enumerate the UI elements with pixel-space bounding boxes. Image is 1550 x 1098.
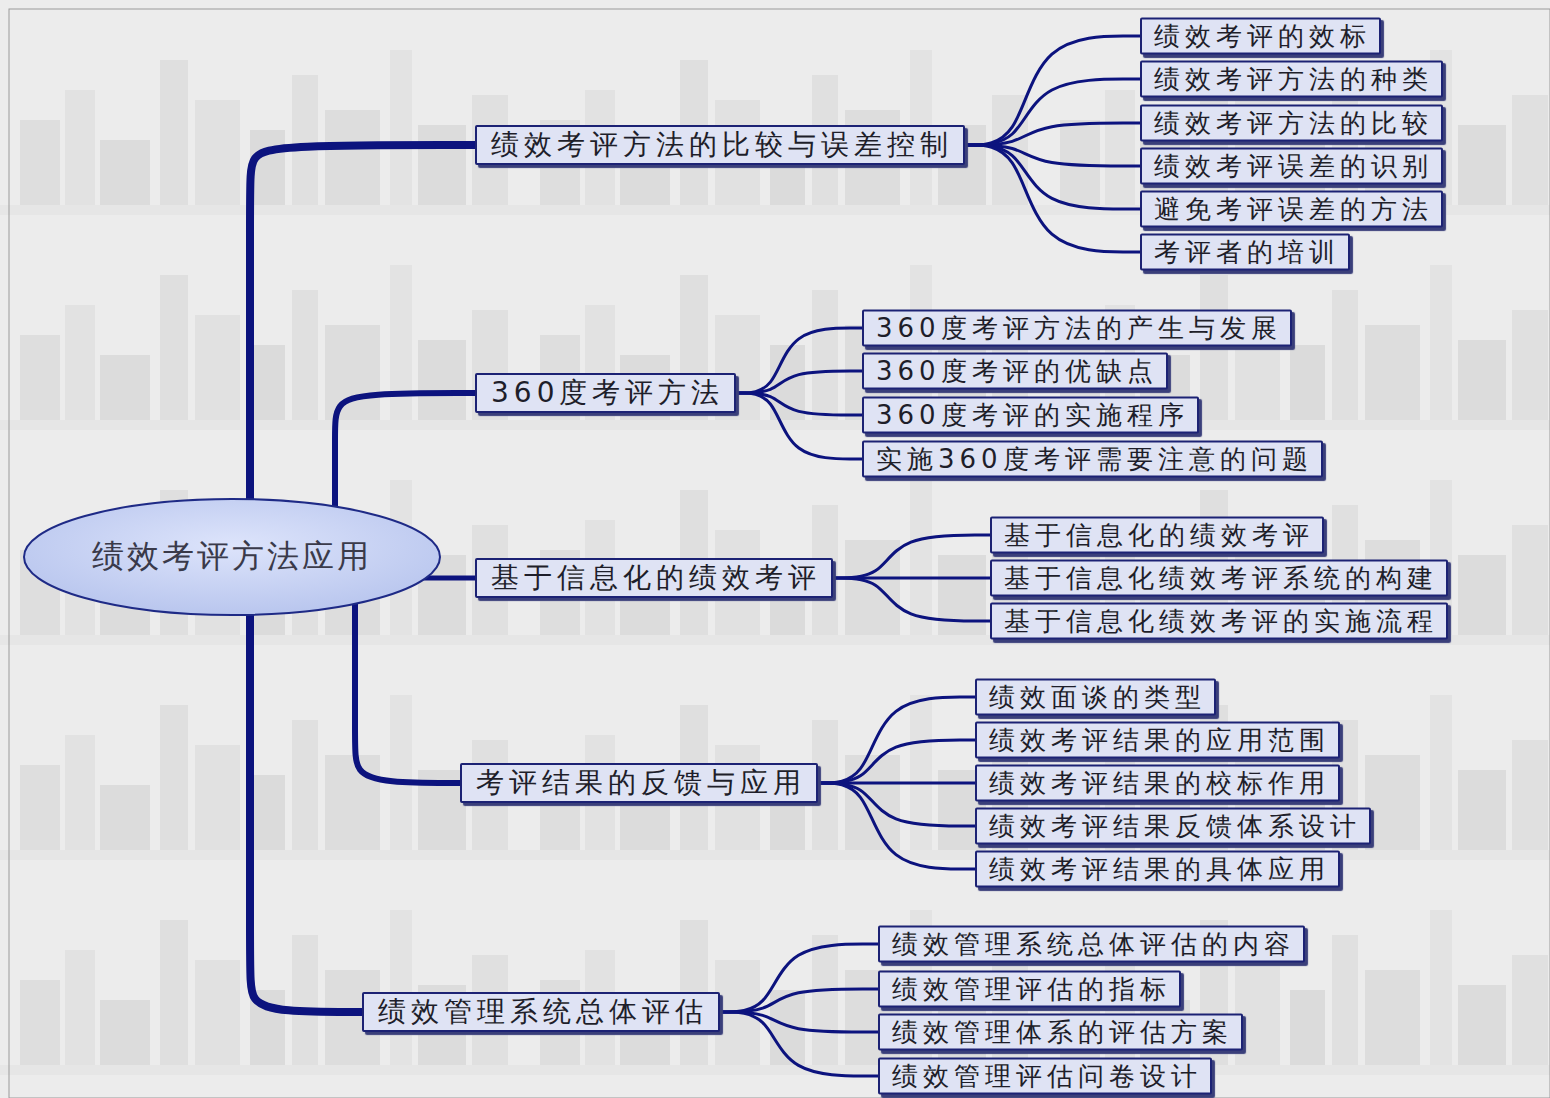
topic-label: 绩效面谈的类型 <box>989 682 1206 712</box>
topic-box: 绩效考评误差的识别 <box>1140 148 1443 185</box>
topic-label: 绩效管理评估的指标 <box>892 974 1171 1004</box>
topic-box: 绩效管理评估的指标 <box>878 971 1181 1008</box>
topic-box: 基于信息化的绩效考评 <box>990 517 1324 554</box>
topic-label: 绩效考评误差的识别 <box>1154 151 1433 181</box>
topic-label: 基于信息化的绩效考评 <box>491 561 821 594</box>
branch-connector <box>250 145 475 501</box>
branch-connector <box>720 1012 878 1032</box>
topic-box: 避免考评误差的方法 <box>1140 191 1443 228</box>
topic-label: 360度考评的实施程序 <box>876 400 1189 430</box>
topic-label: 绩效考评的效标 <box>1154 21 1371 51</box>
branch-connector <box>965 145 1140 252</box>
branch-connector <box>736 393 862 459</box>
branch-connector <box>818 740 975 783</box>
topic-label: 绩效考评方法的比较 <box>1154 108 1433 138</box>
topic-label: 绩效考评方法的比较与误差控制 <box>491 128 953 161</box>
root-ellipse: 绩效考评方法应用 <box>22 497 442 617</box>
branch-connector <box>965 123 1140 145</box>
topic-box: 绩效考评结果的应用范围 <box>975 722 1340 759</box>
topic-box: 绩效考评方法的种类 <box>1140 61 1443 98</box>
branch-box: 考评结果的反馈与应用 <box>460 763 818 803</box>
topic-label: 基于信息化绩效考评的实施流程 <box>1004 606 1438 636</box>
topic-label: 绩效管理体系的评估方案 <box>892 1017 1233 1047</box>
branch-box: 绩效考评方法的比较与误差控制 <box>475 125 965 165</box>
topic-label: 360度考评方法的产生与发展 <box>876 313 1282 343</box>
branch-connector <box>425 576 475 581</box>
topic-label: 360度考评的优缺点 <box>876 356 1158 386</box>
topic-label: 基于信息化的绩效考评 <box>1004 520 1314 550</box>
topic-box: 考评者的培训 <box>1140 234 1350 271</box>
branch-connector <box>736 371 862 393</box>
topic-label: 绩效考评结果的具体应用 <box>989 854 1330 884</box>
topic-box: 绩效考评结果的校标作用 <box>975 765 1340 802</box>
branch-connector <box>736 393 862 415</box>
topic-box: 实施360度考评需要注意的问题 <box>862 441 1323 478</box>
branch-connector <box>355 602 460 783</box>
topic-box: 绩效考评结果反馈体系设计 <box>975 808 1371 845</box>
branch-connector <box>965 145 1140 209</box>
topic-box: 360度考评的优缺点 <box>862 353 1168 390</box>
topic-box: 绩效考评结果的具体应用 <box>975 851 1340 888</box>
topic-label: 绩效考评方法的种类 <box>1154 64 1433 94</box>
branch-connector <box>720 989 878 1012</box>
topic-box: 360度考评的实施程序 <box>862 397 1199 434</box>
branch-box: 360度考评方法 <box>475 373 736 413</box>
branch-connector <box>335 393 475 509</box>
branch-connector <box>818 783 975 826</box>
topic-box: 绩效考评的效标 <box>1140 18 1381 55</box>
branch-connector <box>818 783 975 869</box>
topic-box: 绩效管理体系的评估方案 <box>878 1014 1243 1051</box>
topic-label: 实施360度考评需要注意的问题 <box>876 444 1313 474</box>
topic-label: 绩效考评结果的应用范围 <box>989 725 1330 755</box>
branch-connector <box>736 328 862 393</box>
topic-box: 基于信息化绩效考评的实施流程 <box>990 603 1448 640</box>
topic-box: 绩效面谈的类型 <box>975 679 1216 716</box>
topic-label: 360度考评方法 <box>491 376 724 409</box>
topic-label: 绩效管理系统总体评估 <box>378 995 708 1028</box>
branch-connector <box>250 613 362 1012</box>
topic-box: 绩效管理系统总体评估的内容 <box>878 926 1305 963</box>
branch-connector <box>965 79 1140 145</box>
branch-connector <box>833 578 990 621</box>
topic-label: 绩效考评结果反馈体系设计 <box>989 811 1361 841</box>
topic-label: 考评结果的反馈与应用 <box>476 766 806 799</box>
branch-connector <box>720 944 878 1012</box>
root-label: 绩效考评方法应用 <box>92 535 372 579</box>
branch-connector <box>965 36 1140 145</box>
topic-box: 绩效管理评估问卷设计 <box>878 1058 1212 1095</box>
branch-box: 绩效管理系统总体评估 <box>362 992 720 1032</box>
topic-box: 基于信息化绩效考评系统的构建 <box>990 560 1448 597</box>
branch-connector <box>720 1012 878 1076</box>
topic-box: 360度考评方法的产生与发展 <box>862 310 1292 347</box>
topic-label: 避免考评误差的方法 <box>1154 194 1433 224</box>
branch-box: 基于信息化的绩效考评 <box>475 558 833 598</box>
branch-connector <box>818 697 975 783</box>
topic-label: 基于信息化绩效考评系统的构建 <box>1004 563 1438 593</box>
branch-connector <box>833 535 990 578</box>
topic-box: 绩效考评方法的比较 <box>1140 105 1443 142</box>
topic-label: 绩效管理系统总体评估的内容 <box>892 929 1295 959</box>
topic-label: 绩效管理评估问卷设计 <box>892 1061 1202 1091</box>
topic-label: 绩效考评结果的校标作用 <box>989 768 1330 798</box>
topic-label: 考评者的培训 <box>1154 237 1340 267</box>
